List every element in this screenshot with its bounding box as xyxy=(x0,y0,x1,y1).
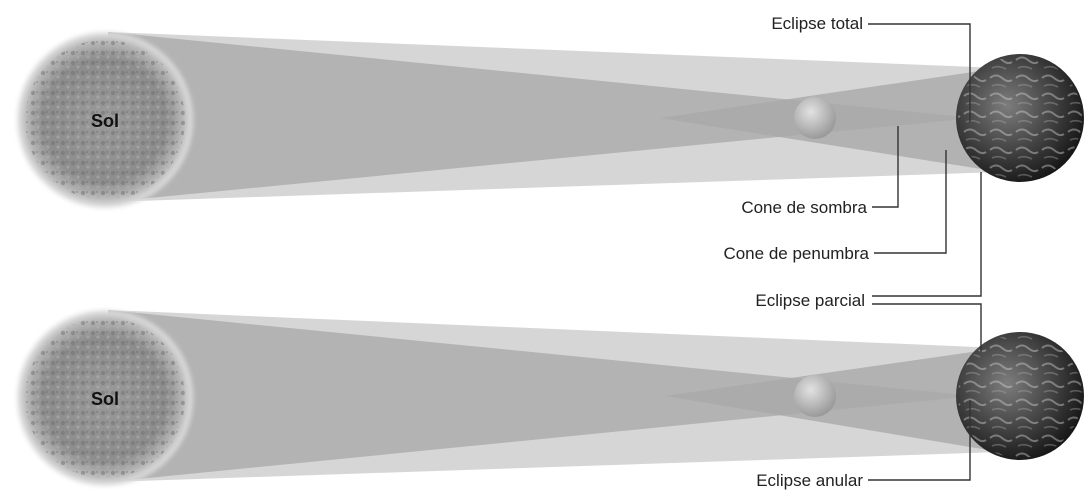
penumbra-dark-upper-top xyxy=(660,68,1000,118)
umbra-cone-bottom xyxy=(108,310,975,482)
bottom-eclipse-scene: Sol xyxy=(17,310,1084,486)
label-eclipse-parcial: Eclipse parcial xyxy=(755,291,865,310)
umbra-cone-top xyxy=(108,32,975,202)
leader-cone-sombra xyxy=(872,126,899,208)
penumbra-dark-lower-top xyxy=(660,118,1000,172)
sun-bottom: Sol xyxy=(17,310,193,486)
earth-bottom xyxy=(956,332,1084,460)
moon-bottom xyxy=(794,375,836,417)
labels: Eclipse total Cone de sombra Cone de pen… xyxy=(723,14,869,490)
top-eclipse-scene: Sol xyxy=(17,32,1084,208)
leader-eclipse-parcial-top xyxy=(872,172,982,297)
leader-eclipse-parcial-bottom xyxy=(872,303,982,352)
moon-top xyxy=(794,97,836,139)
leader-cone-penumbra xyxy=(874,150,947,254)
sun-label-bottom: Sol xyxy=(91,389,119,409)
leader-eclipse-total xyxy=(868,23,971,122)
leader-eclipse-anular xyxy=(868,400,971,481)
label-eclipse-total: Eclipse total xyxy=(771,14,863,33)
label-eclipse-anular: Eclipse anular xyxy=(756,471,863,490)
label-cone-sombra: Cone de sombra xyxy=(741,198,867,217)
sun-top: Sol xyxy=(17,32,193,208)
penumbra-dark-upper-bottom xyxy=(665,348,1000,396)
leader-lines xyxy=(868,23,982,481)
penumbra-dark-lower-bottom xyxy=(665,396,1000,452)
sun-label-top: Sol xyxy=(91,111,119,131)
earth-top xyxy=(956,54,1084,182)
label-cone-penumbra: Cone de penumbra xyxy=(723,244,869,263)
